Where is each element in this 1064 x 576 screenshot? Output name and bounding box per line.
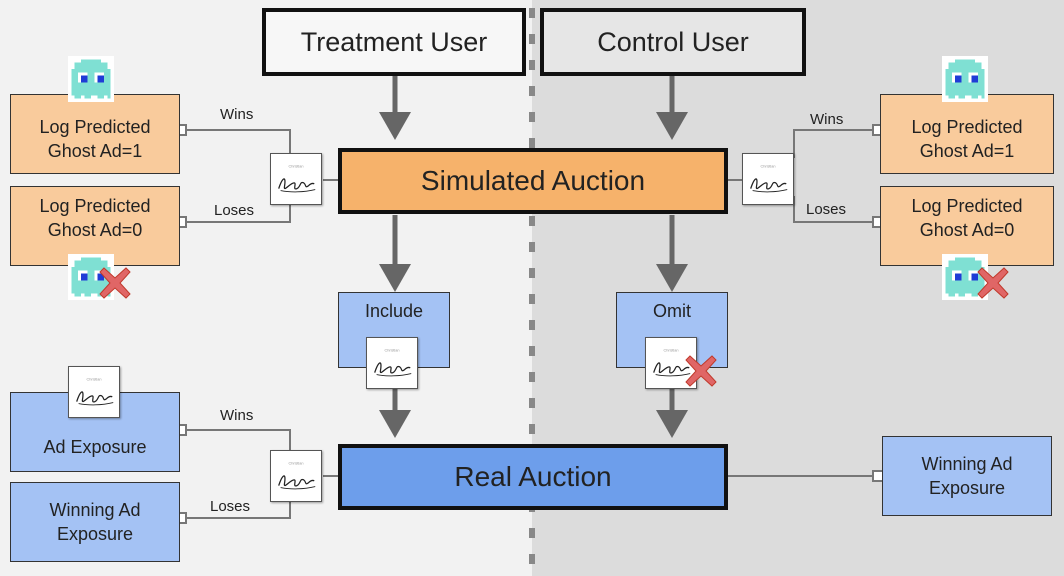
ad-logo-icon: Christian — [68, 366, 120, 418]
simulated-auction-label: Simulated Auction — [420, 165, 646, 196]
arrowheads — [379, 112, 688, 438]
red-x-icon — [98, 266, 132, 300]
ghost-icon — [68, 56, 114, 102]
treatment-user-label: Treatment User — [300, 26, 488, 57]
treatment-user-box: Treatment User — [262, 8, 526, 76]
right-log-lose-box: Log Predicted Ghost Ad=0 — [880, 186, 1054, 266]
right-winning-label: Winning Ad Exposure — [921, 453, 1013, 498]
omit-label: Omit — [653, 301, 691, 321]
right-top-loses-label: Loses — [806, 201, 847, 218]
ad-logo-icon: Christian — [270, 153, 322, 205]
left-bottom-wins-label: Wins — [220, 407, 254, 424]
right-top-wins-label: Wins — [810, 111, 844, 128]
right-log-lose-label: Log Predicted Ghost Ad=0 — [911, 195, 1023, 240]
simulated-auction-box: Simulated Auction — [338, 148, 728, 214]
ad-logo-icon: Christian — [742, 153, 794, 205]
left-log-lose-label: Log Predicted Ghost Ad=0 — [39, 195, 151, 240]
left-top-wins-label: Wins — [220, 106, 254, 123]
control-user-box: Control User — [540, 8, 806, 76]
right-log-win-label: Log Predicted Ghost Ad=1 — [911, 116, 1023, 161]
svg-text:Christian: Christian — [663, 348, 678, 352]
left-top-loses-label: Loses — [214, 202, 255, 219]
svg-text:Christian: Christian — [384, 348, 399, 352]
svg-text:Christian: Christian — [760, 164, 775, 168]
real-auction-label: Real Auction — [454, 461, 612, 492]
left-log-win-label: Log Predicted Ghost Ad=1 — [39, 116, 151, 161]
left-log-win-box: Log Predicted Ghost Ad=1 — [10, 94, 180, 174]
control-user-label: Control User — [597, 26, 749, 57]
red-x-icon — [684, 354, 718, 388]
real-auction-box: Real Auction — [338, 444, 728, 510]
include-label: Include — [364, 301, 424, 321]
ad-logo-icon: Christian — [270, 450, 322, 502]
right-winning-box: Winning Ad Exposure — [882, 436, 1052, 516]
svg-text:Christian: Christian — [288, 461, 303, 465]
left-winning-label: Winning Ad Exposure — [49, 499, 141, 544]
svg-text:Christian: Christian — [86, 377, 101, 381]
left-ad-exposure-label: Ad Exposure — [43, 436, 147, 457]
svg-text:Christian: Christian — [288, 164, 303, 168]
ad-logo-icon: Christian — [366, 337, 418, 389]
ghost-icon — [942, 56, 988, 102]
left-bottom-loses-label: Loses — [210, 498, 251, 515]
red-x-icon — [976, 266, 1010, 300]
left-log-lose-box: Log Predicted Ghost Ad=0 — [10, 186, 180, 266]
right-log-win-box: Log Predicted Ghost Ad=1 — [880, 94, 1054, 174]
left-winning-box: Winning Ad Exposure — [10, 482, 180, 562]
omit-box: Omit — [616, 292, 728, 368]
